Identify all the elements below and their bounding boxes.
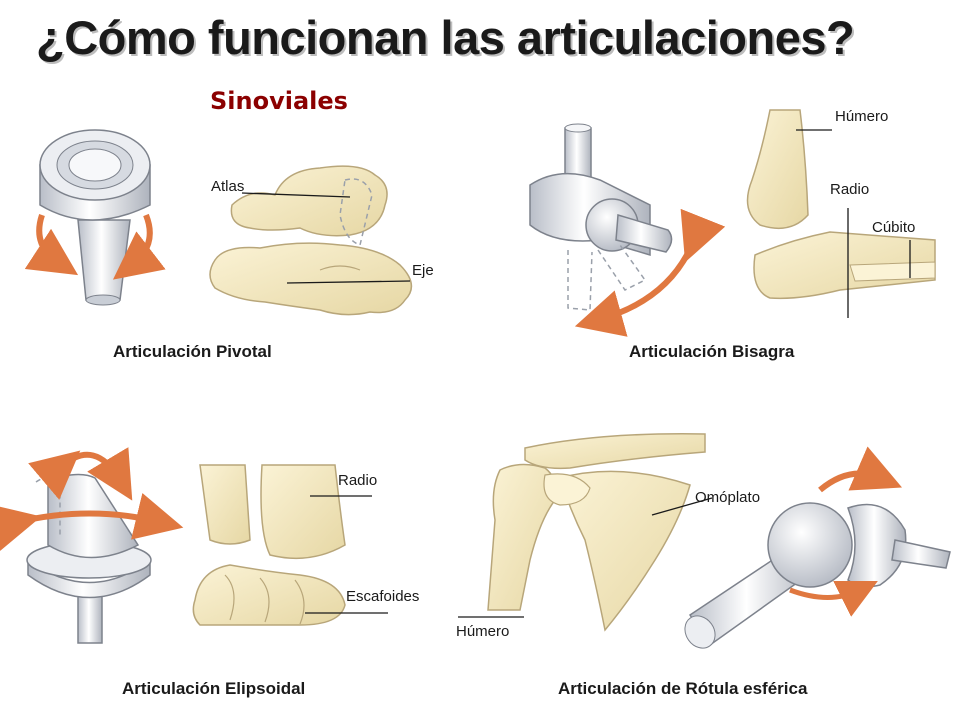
label-radio-wrist: Radio: [338, 472, 378, 489]
ellipsoid-model-icon: [0, 447, 184, 644]
label-escafoides: Escafoides: [346, 588, 420, 605]
caption-ball: Articulación de Rótula esférica: [558, 679, 808, 698]
label-humero-shoulder: Húmero: [456, 623, 510, 640]
label-atlas: Atlas: [211, 178, 245, 195]
label-cubito: Cúbito: [872, 219, 916, 236]
elbow-bones-icon: [746, 109, 936, 318]
caption-ellipsoid: Articulación Elipsoidal: [122, 679, 306, 698]
label-omoplato: Omóplato: [695, 489, 761, 506]
pivot-model-icon: [24, 129, 166, 306]
label-eje: Eje: [412, 262, 434, 279]
shoulder-bones-icon: [458, 433, 713, 632]
atlas-axis-bones-icon: [209, 165, 413, 316]
ball-socket-model-icon: [684, 446, 951, 649]
label-humero-elbow: Húmero: [835, 108, 889, 125]
label-radio-elbow: Radio: [830, 181, 870, 198]
hinge-model-icon: [529, 123, 726, 337]
page-title: ¿Cómo funcionan las articulaciones?: [36, 11, 855, 64]
caption-pivot: Articulación Pivotal: [113, 342, 272, 361]
wrist-bones-icon: [192, 464, 388, 626]
caption-hinge: Articulación Bisagra: [629, 342, 795, 361]
subtitle: Sinoviales: [210, 87, 348, 115]
